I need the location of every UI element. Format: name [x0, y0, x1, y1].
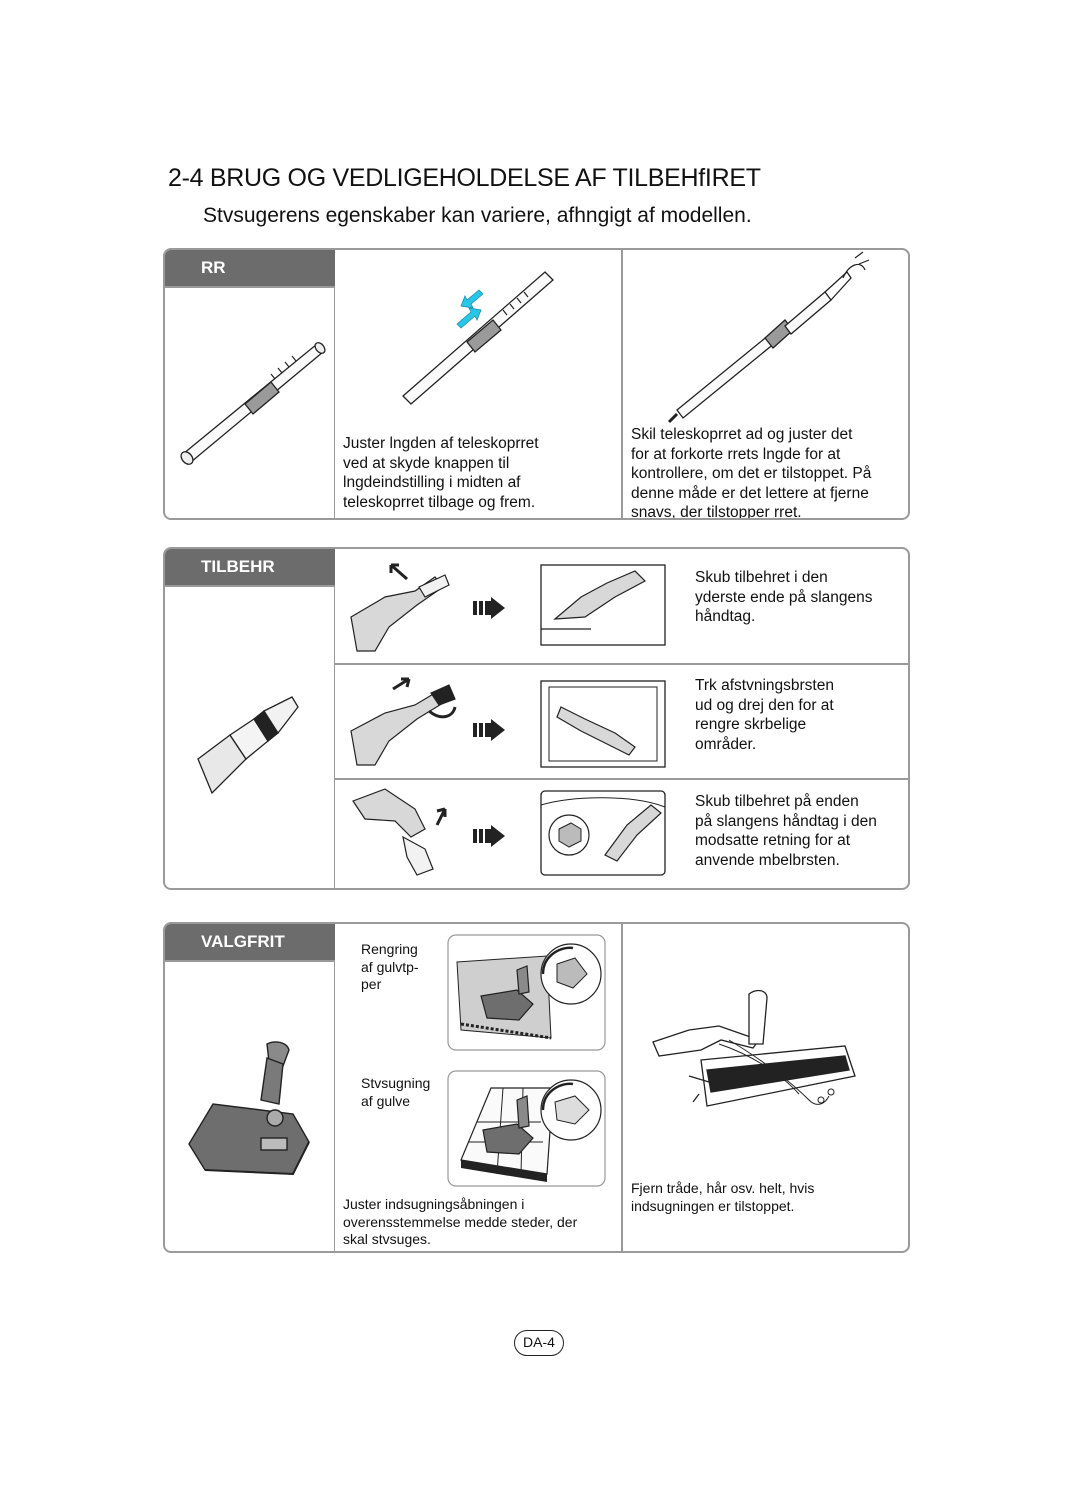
panel-telescopic-pipe: RR Juster lngden a: [163, 248, 910, 520]
row3-furniture-brush-illustration: [352, 788, 666, 876]
suction-adjust-text: Juster indsugningsåbningen i overensstem…: [343, 1196, 578, 1247]
row3-text: Skub tilbehret på enden på slangens hånd…: [695, 793, 877, 869]
telescopic-disassemble-text: Skil teleskoprret ad og juster det for a…: [631, 426, 872, 520]
pipe-disassemble-illustration: [667, 251, 870, 424]
floor-cleaning-label: Stvsugning af gulve: [361, 1075, 431, 1109]
page-subtitle: Stvsugerens egenskaber kan variere, afhn…: [203, 204, 752, 227]
row2-dusting-illustration: [350, 677, 666, 768]
row1-attach-illustration: [350, 563, 666, 652]
label-column: TILBEHR: [165, 549, 335, 888]
section-tab-tilbehor: TILBEHR: [165, 549, 335, 585]
panel-accessories: TILBEHR Skub tilbehret i den yderste end…: [163, 547, 910, 890]
telescopic-adjust-text: Juster lngden af teleskoprret ved at sky…: [343, 435, 539, 511]
row2-text: Trk afstvningsbrsten ud og drej den for …: [695, 677, 834, 753]
section-tab-rr: RR: [165, 250, 335, 286]
page-title: 2-4 BRUG OG VEDLIGEHOLDELSE AF TILBEHfIR…: [168, 164, 761, 192]
carpet-cleaning-label: Rengring af gulvtp- per: [361, 941, 419, 992]
section-tab-valgfrit: VALGFRIT: [165, 924, 335, 960]
clean-nozzle-text: Fjern tråde, hår osv. helt, hvis indsugn…: [631, 1180, 815, 1214]
pipe-adjust-illustration: [402, 271, 554, 405]
floor-nozzle-illustration: [188, 1041, 310, 1176]
crevice-tool-illustration: [197, 696, 299, 795]
label-column: RR: [165, 250, 335, 518]
panel-optional: VALGFRIT Rengring af gulvtp- per Stvsugn…: [163, 922, 910, 1253]
floor-mode-illustration: [447, 1070, 606, 1187]
row1-text: Skub tilbehret i den yderste ende på sla…: [695, 569, 873, 625]
carpet-mode-illustration: [447, 934, 606, 1051]
telescopic-pipe-illustration: [180, 342, 326, 465]
clean-nozzle-illustration: [652, 989, 856, 1107]
label-column: VALGFRIT: [165, 924, 335, 1251]
page-number: DA-4: [514, 1330, 564, 1356]
